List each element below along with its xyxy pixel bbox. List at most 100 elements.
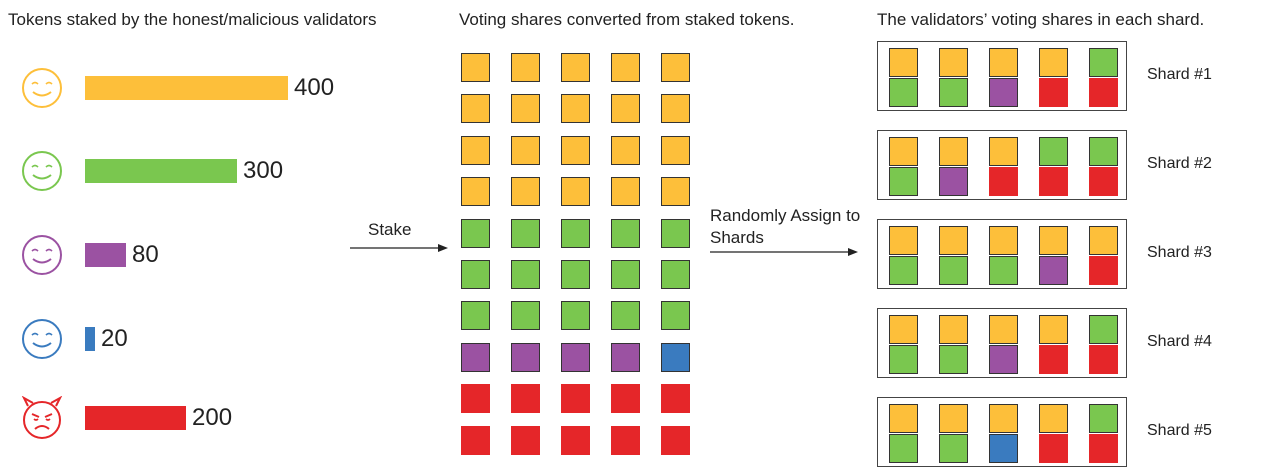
voting-share-yellow: [661, 135, 690, 165]
smiley-face-icon: [22, 151, 62, 191]
shard-share-yellow: [1039, 315, 1068, 344]
voting-share-green: [461, 218, 490, 248]
shard-box: [877, 130, 1127, 200]
voting-share-red: [661, 425, 690, 455]
voting-share-purple: [611, 342, 640, 372]
voting-share-red: [611, 425, 640, 455]
shard-share-yellow: [939, 48, 968, 77]
shard-share-green: [889, 434, 918, 463]
shard-share-red: [1039, 78, 1068, 107]
voting-share-red: [611, 384, 640, 414]
shard-share-red: [1039, 345, 1068, 374]
voting-share-green: [611, 260, 640, 289]
shard-share-green: [889, 78, 918, 107]
shard-share-green: [889, 345, 918, 374]
shard-share-yellow: [939, 137, 968, 166]
assign-arrow-icon: [710, 248, 858, 256]
stake-arrow-icon: [350, 244, 448, 252]
voting-share-green: [511, 260, 540, 289]
voting-share-green: [511, 301, 540, 331]
token-amount-label: 400: [294, 74, 335, 101]
shard-share-green: [889, 256, 918, 285]
shard-share-green: [939, 256, 968, 285]
voting-share-yellow: [511, 94, 540, 124]
voting-share-green: [561, 301, 590, 331]
shard-share-yellow: [889, 404, 918, 433]
shard-share-green: [1089, 315, 1118, 344]
shard-share-red: [1089, 434, 1118, 463]
shard-share-red: [1039, 167, 1068, 196]
token-amount-label: 200: [192, 404, 233, 431]
voting-share-green: [461, 301, 490, 331]
shard-share-purple: [1039, 256, 1068, 285]
shard-share-blue: [989, 434, 1018, 463]
voting-share-green: [461, 260, 490, 289]
shard-share-yellow: [1089, 226, 1118, 255]
voting-share-green: [661, 218, 690, 248]
shard-shares-heading: The validators’ voting shares in each sh…: [877, 10, 1205, 29]
shard-share-green: [1089, 137, 1118, 166]
smiley-face-icon: [22, 319, 62, 359]
smiley-face-icon: [22, 235, 62, 275]
token-amount-label: 300: [243, 157, 284, 184]
token-bar-red: [85, 406, 186, 430]
shard-share-yellow: [989, 137, 1018, 166]
voting-share-red: [461, 425, 490, 455]
voting-share-yellow: [611, 94, 640, 124]
voting-shares-heading: Voting shares converted from staked toke…: [459, 10, 795, 29]
voting-share-yellow: [611, 135, 640, 165]
shard-share-purple: [989, 345, 1018, 374]
voting-share-yellow: [661, 53, 690, 82]
shard-share-yellow: [889, 48, 918, 77]
voting-share-yellow: [611, 177, 640, 207]
voting-share-yellow: [461, 94, 490, 124]
token-bar-yellow: [85, 76, 288, 100]
shard-share-green: [939, 434, 968, 463]
shard-share-green: [939, 345, 968, 374]
voting-share-red: [561, 384, 590, 414]
shard-label: Shard #5: [1147, 422, 1212, 439]
smiley-face-icon: [22, 68, 62, 108]
voting-share-green: [511, 218, 540, 248]
shard-share-yellow: [939, 226, 968, 255]
shard-share-yellow: [989, 226, 1018, 255]
shard-share-yellow: [989, 404, 1018, 433]
shard-share-yellow: [989, 48, 1018, 77]
shard-label: Shard #3: [1147, 244, 1212, 261]
voting-share-green: [561, 218, 590, 248]
token-bar-purple: [85, 243, 126, 267]
shard-share-yellow: [889, 315, 918, 344]
shard-share-purple: [989, 78, 1018, 107]
token-amount-label: 80: [132, 241, 159, 268]
token-bar-green: [85, 159, 237, 183]
voting-share-yellow: [661, 177, 690, 207]
voting-share-purple: [461, 342, 490, 372]
voting-share-yellow: [511, 177, 540, 207]
voting-share-green: [611, 301, 640, 331]
voting-share-green: [561, 260, 590, 289]
tokens-heading: Tokens staked by the honest/malicious va…: [8, 10, 377, 29]
shard-share-green: [989, 256, 1018, 285]
voting-share-yellow: [611, 53, 640, 82]
stake-label: Stake: [368, 220, 412, 239]
voting-share-red: [511, 384, 540, 414]
voting-share-red: [461, 384, 490, 414]
voting-share-green: [661, 301, 690, 331]
shard-share-red: [989, 167, 1018, 196]
assign-label: Randomly Assign to Shards: [710, 206, 861, 247]
shard-share-green: [1039, 137, 1068, 166]
shard-label: Shard #2: [1147, 155, 1212, 172]
voting-share-yellow: [561, 177, 590, 207]
shard-share-yellow: [989, 315, 1018, 344]
shard-share-red: [1039, 434, 1068, 463]
shard-share-yellow: [939, 404, 968, 433]
shard-box: [877, 41, 1127, 111]
shard-share-green: [1089, 404, 1118, 433]
shard-share-red: [1089, 345, 1118, 374]
shard-share-red: [1089, 78, 1118, 107]
voting-share-yellow: [561, 94, 590, 124]
voting-share-yellow: [561, 53, 590, 82]
voting-share-grid: [461, 53, 701, 463]
shard-box: [877, 397, 1127, 467]
voting-share-yellow: [661, 94, 690, 124]
